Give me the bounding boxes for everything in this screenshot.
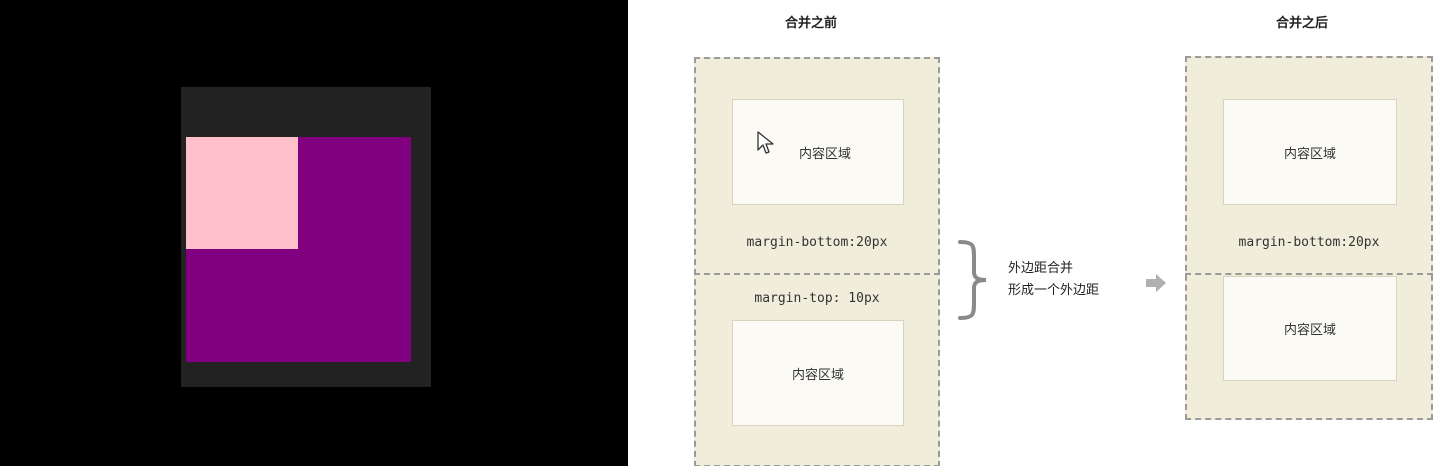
merge-line-2: 形成一个外边距 <box>1008 283 1100 298</box>
pink-box <box>186 137 298 249</box>
after-margin-bottom-label: margin-bottom:20px <box>1238 235 1380 250</box>
before-bottom-content-label: 内容区域 <box>791 367 844 383</box>
demo-pane <box>0 0 628 466</box>
after-divider <box>1185 273 1433 275</box>
before-margin-bottom-label: margin-bottom:20px <box>746 235 888 250</box>
brace-icon <box>958 240 987 320</box>
merge-line-1: 外边距合并 <box>1008 261 1074 276</box>
before-bottom-content: 内容区域 <box>732 320 904 426</box>
cropped-heading <box>648 0 1268 4</box>
before-title: 合并之前 <box>785 16 838 31</box>
after-bottom-content-label: 内容区域 <box>1283 323 1336 338</box>
after-title: 合并之后 <box>1276 16 1329 31</box>
arrow-right-icon <box>1146 274 1166 292</box>
before-top-content-label: 内容区域 <box>798 146 851 162</box>
after-bottom-content: 内容区域 <box>1223 276 1397 381</box>
before-divider <box>694 273 940 275</box>
before-margin-top-label: margin-top: 10px <box>754 291 880 306</box>
after-top-content-label: 内容区域 <box>1283 146 1336 162</box>
margin-collapse-diagram: 合并之前 合并之后 内容区域 margin-bottom:20px margin… <box>628 0 1444 466</box>
after-top-content: 内容区域 <box>1223 99 1397 205</box>
merge-description: 外边距合并 形成一个外边距 <box>1008 258 1099 302</box>
mouse-pointer-icon <box>757 131 774 154</box>
before-top-content: 内容区域 <box>732 99 904 205</box>
